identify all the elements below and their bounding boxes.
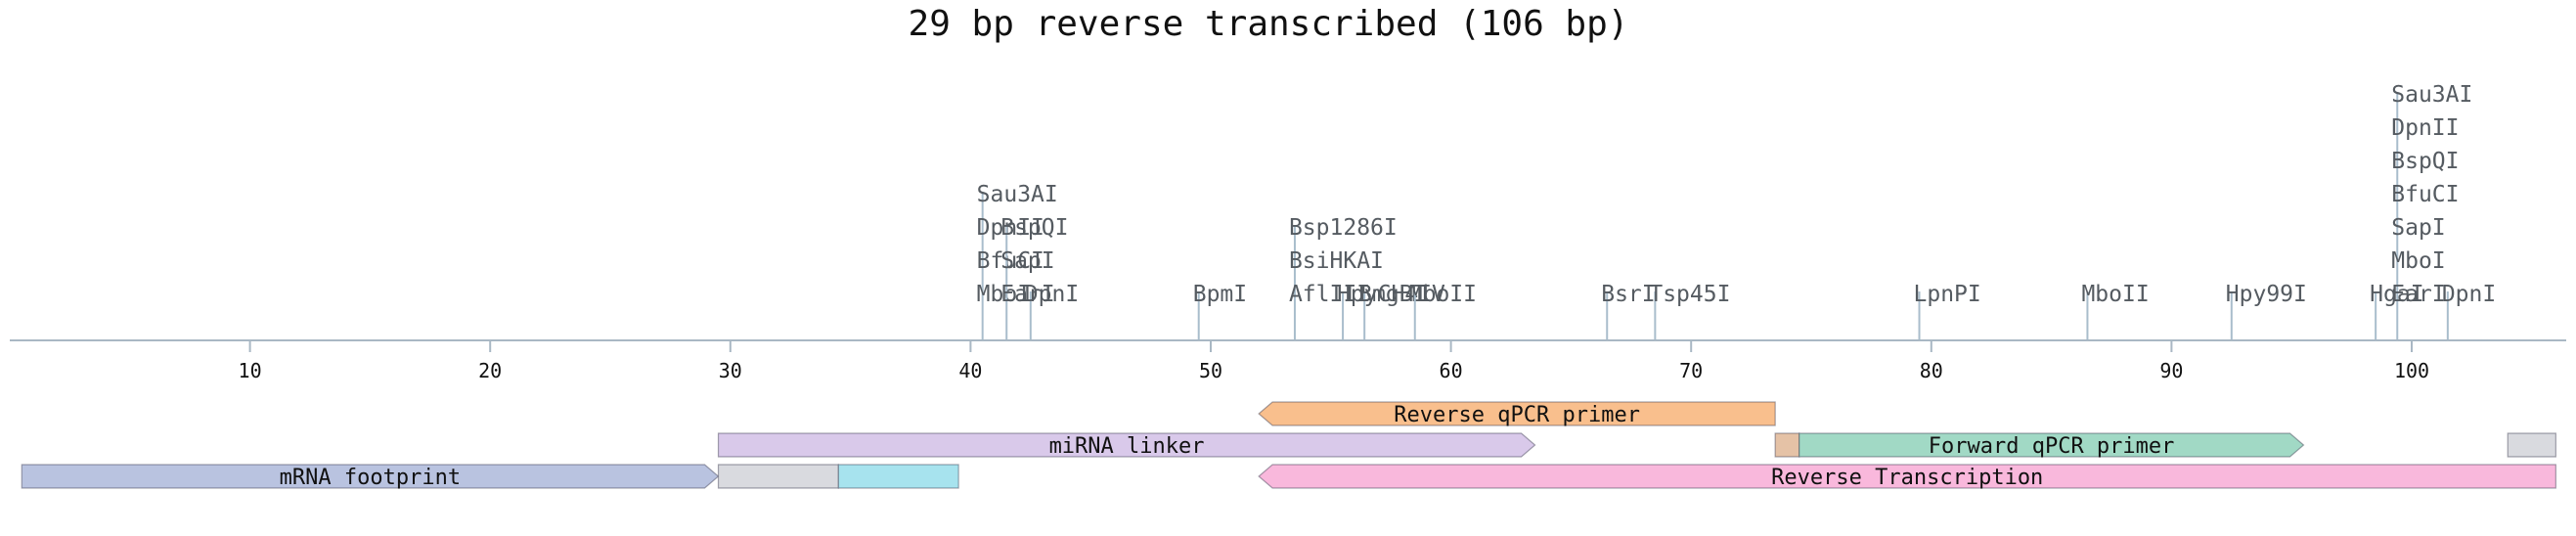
- feature-forward-qpcr-primer: [1799, 432, 2305, 458]
- enzyme-label-bsp1286i: Bsp1286I: [1289, 215, 1398, 241]
- enzyme-label-dpni: DpnI: [1025, 282, 1079, 307]
- axis-tick-label: 40: [958, 359, 982, 382]
- feature-segment: [1774, 432, 1800, 458]
- enzyme-label-hpy99i: Hpy99I: [2226, 282, 2307, 307]
- enzyme-label-bspqi: BspQI: [2391, 149, 2459, 174]
- enzyme-label-bsihkai: BsiHKAI: [1289, 248, 1384, 274]
- feature-segment: [717, 464, 839, 489]
- enzyme-label-eari: EarI: [1000, 282, 1054, 307]
- feature-reverse-qpcr-primer: [1258, 401, 1776, 426]
- axis-tick-label: 50: [1199, 359, 1222, 382]
- feature-reverse-transcription-label: Reverse Transcription: [1771, 466, 2043, 490]
- feature-segment: [837, 464, 959, 489]
- enzyme-label-bspqi: BspQI: [1000, 215, 1068, 241]
- map-title: 29 bp reverse transcribed (106 bp): [909, 4, 1629, 44]
- enzyme-label-afliii: AflIII: [1289, 282, 1370, 307]
- axis-tick-label: 80: [1920, 359, 1943, 382]
- feature-forward-qpcr-primer-label: Forward qPCR primer: [1929, 434, 2175, 459]
- feature-reverse-transcription: [1258, 464, 2556, 489]
- enzyme-label-sapi: SapI: [2391, 215, 2445, 241]
- enzyme-label-bpmi: BpmI: [1193, 282, 1247, 307]
- enzyme-label-bfuci: BfuCI: [977, 248, 1044, 274]
- axis-tick-label: 100: [2394, 359, 2429, 382]
- enzyme-label-bfuci: BfuCI: [2391, 182, 2459, 207]
- enzyme-label-sau3ai: Sau3AI: [2391, 82, 2472, 108]
- enzyme-label-dpni: DpnI: [2442, 282, 2496, 307]
- axis-ticks: 10 20 30 40 50 60 70 80 90 100: [239, 340, 2429, 382]
- enzyme-label-dpnii: DpnII: [977, 215, 1044, 241]
- feature-mirna-linker-label: miRNA linker: [1049, 434, 1205, 459]
- enzyme-label-eari: EarI: [2391, 282, 2445, 307]
- enzyme-label-sapi: SapI: [1000, 248, 1054, 274]
- enzyme-label-tsp45i: Tsp45I: [1649, 282, 1730, 307]
- feature-mirna-linker: [717, 432, 1536, 458]
- feature-mrna-footprint: [21, 464, 720, 489]
- axis-tick-label: 30: [719, 359, 742, 382]
- axis-tick-label: 90: [2159, 359, 2183, 382]
- feature-mrna-footprint-label: mRNA footprint: [280, 466, 461, 490]
- enzyme-label-mboii: MboII: [2081, 282, 2149, 307]
- axis-tick-label: 60: [1440, 359, 1463, 382]
- feature-segment: [2507, 432, 2556, 458]
- feature-tracks: Reverse qPCR primer miRNA linker Forward q…: [21, 401, 2556, 490]
- enzyme-label-mboii: MboII: [1409, 282, 1477, 307]
- enzyme-label-sau3ai: Sau3AI: [977, 182, 1058, 207]
- axis-tick-label: 70: [1679, 359, 1703, 382]
- feature-reverse-qpcr-primer-label: Reverse qPCR primer: [1394, 403, 1640, 427]
- enzyme-label-lpnpi: LpnPI: [1914, 282, 1981, 307]
- axis-tick-label: 20: [478, 359, 502, 382]
- axis-tick-label: 10: [239, 359, 262, 382]
- enzyme-label-hpych4iv: HpyCH4IV: [1337, 282, 1445, 307]
- enzyme-label-dpnii: DpnII: [2391, 115, 2459, 141]
- enzyme-label-mboi: MboI: [2391, 248, 2445, 274]
- enzyme-label-bsri: BsrI: [1601, 282, 1655, 307]
- enzyme-label-mboi: MboI: [977, 282, 1031, 307]
- restriction-sites: MboI BfuCI DpnII Sau3AI EarI SapI BspQI DpnI Bpm…: [977, 82, 2496, 340]
